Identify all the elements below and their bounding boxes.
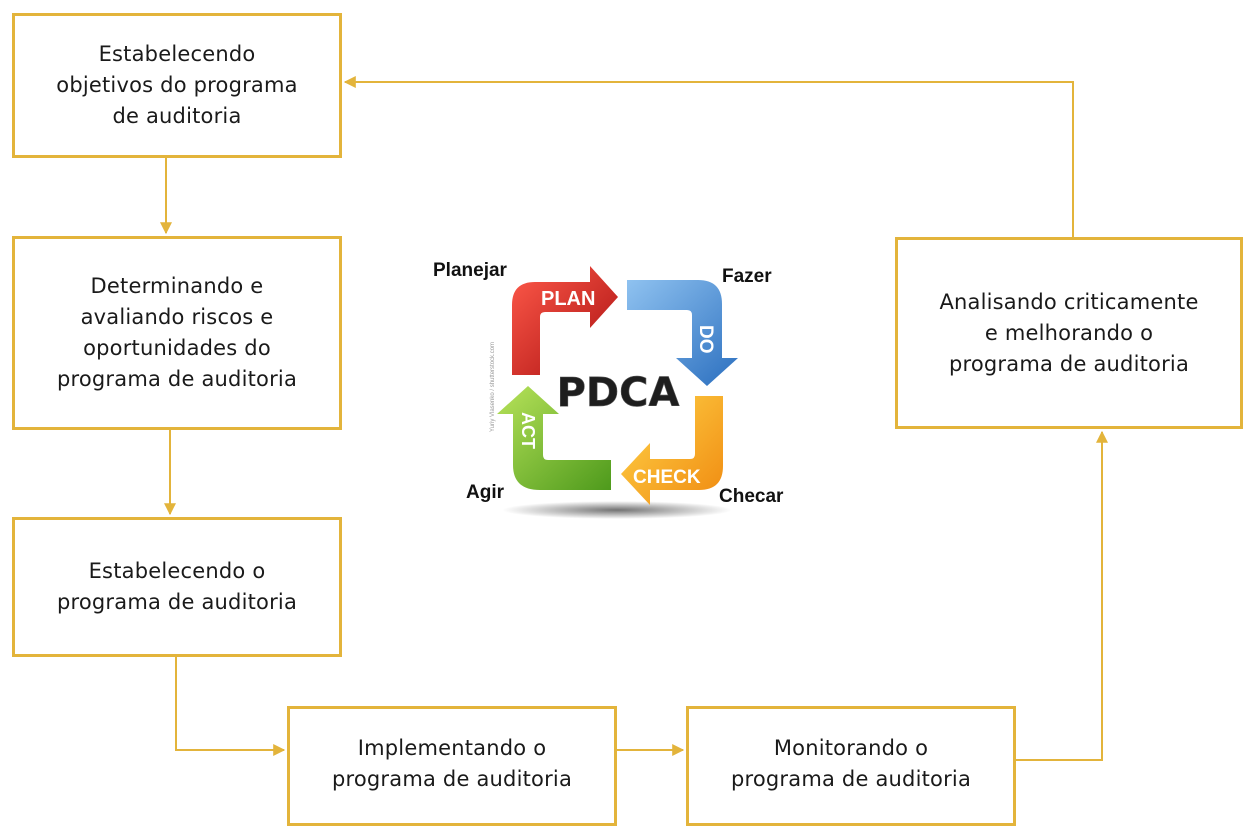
box-establish-program: Estabelecendo o programa de auditoria <box>12 517 342 657</box>
box-review-improve-program-text: Analisando criticamente e melhorando o p… <box>939 289 1199 376</box>
box-monitor-program: Monitorando o programa de auditoria <box>686 706 1016 826</box>
box-set-objectives: Estabelecendo objetivos do programa de a… <box>12 13 342 158</box>
box-establish-program-text: Estabelecendo o programa de auditoria <box>56 559 298 614</box>
pdca-shadow <box>502 501 732 519</box>
do-arrow <box>627 280 738 386</box>
pdca-act-label: Agir <box>466 482 504 503</box>
pdca-plan-label: Planejar <box>433 260 507 281</box>
box-determine-risks: Determinando e avaliando riscos e oportu… <box>12 236 342 430</box>
plan-arrow <box>512 266 618 375</box>
pdca-cycle-graphic: PLAN DO CHECK ACT PDCA Yuriy Vlasenko / … <box>490 266 738 519</box>
box-implement-program-text: Implementando o programa de auditoria <box>331 736 573 791</box>
arrow-establish-to-implement <box>175 657 286 756</box>
box-review-improve-program: Analisando criticamente e melhorando o p… <box>895 237 1243 429</box>
pdca-center-text: PDCA <box>557 370 680 416</box>
pdca-plan-tag: PLAN <box>541 288 595 310</box>
act-arrow <box>497 386 611 490</box>
pdca-check-label: Checar <box>719 486 784 507</box>
pdca-do-label: Fazer <box>722 266 772 287</box>
box-implement-program: Implementando o programa de auditoria <box>287 706 617 826</box>
box-set-objectives-text: Estabelecendo objetivos do programa de a… <box>56 42 298 128</box>
box-monitor-program-text: Monitorando o programa de auditoria <box>730 736 972 791</box>
connector-layer: PLAN DO CHECK ACT PDCA Yuriy Vlasenko / … <box>160 76 1108 761</box>
box-determine-risks-text: Determinando e avaliando riscos e oportu… <box>56 274 298 391</box>
arrow-review-to-objectives <box>343 76 1074 237</box>
arrow-monitor-to-review <box>1016 430 1108 761</box>
pdca-do-tag: DO <box>695 325 716 354</box>
pdca-check-tag: CHECK <box>633 467 701 488</box>
check-arrow <box>621 396 723 505</box>
pdca-act-tag: ACT <box>518 412 538 449</box>
pdca-credit-text: Yuriy Vlasenko / shutterstock.com <box>490 342 496 432</box>
